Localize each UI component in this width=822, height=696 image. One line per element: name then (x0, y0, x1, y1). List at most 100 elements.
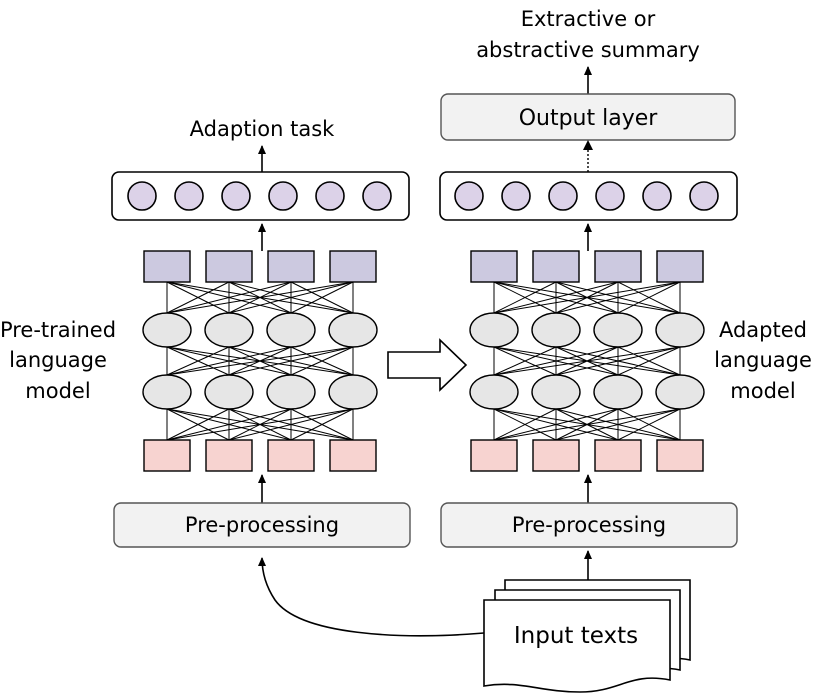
network-connection (290, 346, 354, 376)
network-connection (493, 408, 681, 441)
right-hidden-node (642, 181, 672, 211)
left-hidden-node (362, 181, 392, 211)
left-side-label-line: model (25, 379, 90, 403)
left-side-label-line: Pre-trained (0, 318, 116, 342)
left-output-block (329, 250, 377, 283)
right-output-block (656, 250, 704, 283)
left-attention-node (204, 374, 254, 410)
right-preprocess-box (440, 502, 738, 548)
left-preprocess-box (113, 502, 411, 548)
left-input-block (143, 439, 191, 472)
right-input-block (594, 439, 642, 472)
network-connection (228, 281, 354, 314)
left-input-block (329, 439, 377, 472)
left-hidden-node (268, 181, 298, 211)
left-hidden-node (221, 181, 251, 211)
right-transformer-network (469, 250, 705, 472)
left-attention-node (266, 312, 316, 348)
network-connection (166, 408, 292, 441)
right-output-block (594, 250, 642, 283)
network-connection (555, 408, 681, 441)
right-input-block (656, 439, 704, 472)
right-hidden-node (454, 181, 484, 211)
left-output-block (205, 250, 253, 283)
right-hidden-node (689, 181, 719, 211)
right-attention-node (531, 374, 581, 410)
right-attention-node (593, 312, 643, 348)
right-attention-node (469, 374, 519, 410)
network-connection (493, 281, 557, 314)
network-connection (617, 346, 681, 376)
network-connection (555, 281, 681, 314)
summary-label-line: abstractive summary (476, 38, 700, 62)
right-attention-node (531, 312, 581, 348)
network-connection (290, 408, 354, 441)
input-to-left-arrow (258, 557, 485, 637)
network-connection (493, 346, 681, 376)
right-side-label: Adapted language model (714, 318, 812, 403)
left-hidden-node (174, 181, 204, 211)
left-side-label-line: language (9, 348, 107, 372)
right-side-label-line: Adapted (719, 318, 807, 342)
summary-label-line: Extractive or (521, 7, 656, 31)
network-connection (493, 281, 619, 314)
right-attention-node (655, 312, 705, 348)
left-transformer-network (142, 250, 378, 472)
network-connection (493, 408, 557, 441)
right-input-block (470, 439, 518, 472)
left-attention-node (142, 374, 192, 410)
adaptation-arrow (387, 338, 468, 392)
network-connection (493, 346, 557, 376)
right-side-label-line: model (730, 379, 795, 403)
network-connection (617, 281, 681, 314)
left-hidden-node (127, 181, 157, 211)
left-hidden-node (315, 181, 345, 211)
right-side-label-line: language (714, 348, 812, 372)
right-input-block (532, 439, 580, 472)
input-documents: Input texts (483, 579, 691, 693)
network-connection (228, 346, 354, 376)
network-connection (166, 408, 354, 441)
network-connection (617, 408, 681, 441)
network-connection (290, 281, 354, 314)
left-hidden-nodes (127, 181, 392, 211)
network-connection (166, 346, 354, 376)
right-attention-node (655, 374, 705, 410)
right-hidden-nodes (454, 181, 719, 211)
right-hidden-node (548, 181, 578, 211)
left-attention-node (328, 374, 378, 410)
right-output-block (470, 250, 518, 283)
network-connection (166, 408, 230, 441)
left-side-label: Pre-trained language model (0, 318, 116, 403)
right-attention-node (593, 374, 643, 410)
right-attention-node (469, 312, 519, 348)
output-layer-label: Output layer (519, 106, 659, 131)
network-connection (166, 281, 354, 314)
left-output-block (143, 250, 191, 283)
right-connections (493, 281, 681, 441)
network-connection (228, 408, 354, 441)
left-task-label: Adaption task (190, 117, 335, 141)
network-connection (493, 346, 619, 376)
right-hidden-node (501, 181, 531, 211)
left-output-block (267, 250, 315, 283)
right-hidden-node (595, 181, 625, 211)
input-page-front (483, 599, 671, 693)
network-connection (493, 408, 619, 441)
left-preprocess-label: Pre-processing (185, 513, 339, 537)
left-attention-node (142, 312, 192, 348)
network-connection (166, 281, 292, 314)
output-layer-arrowhead (583, 140, 593, 150)
network-connection (166, 346, 230, 376)
right-preprocess-label: Pre-processing (512, 513, 666, 537)
network-connection (555, 346, 681, 376)
left-attention-node (204, 312, 254, 348)
left-input-block (205, 439, 253, 472)
right-model: Extractive or abstractive summary Output… (439, 7, 812, 548)
network-connection (166, 281, 230, 314)
left-model: Adaption task (0, 117, 411, 548)
left-input-block (267, 439, 315, 472)
left-attention-node (328, 312, 378, 348)
input-texts-label: Input texts (514, 623, 638, 649)
